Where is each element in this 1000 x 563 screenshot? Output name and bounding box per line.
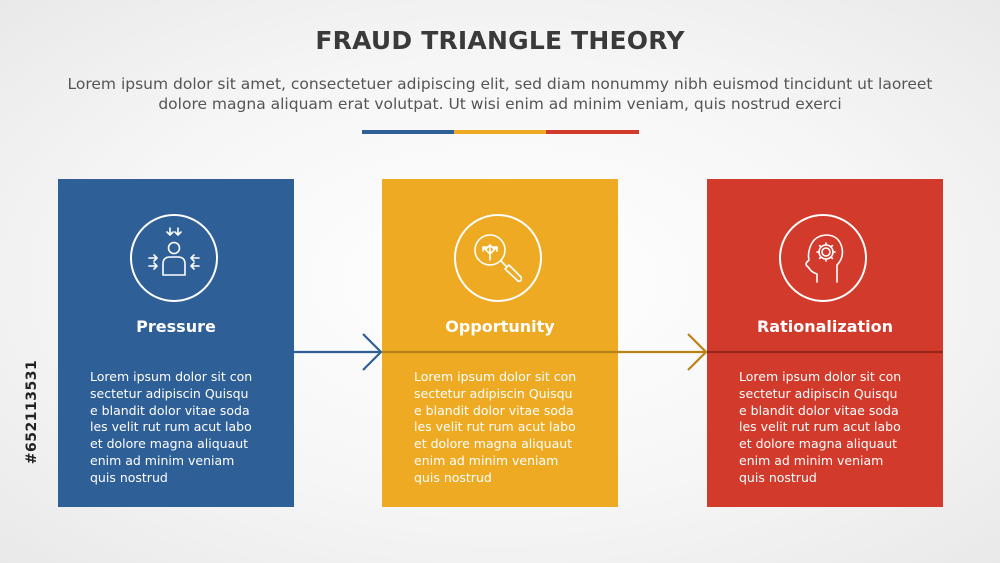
- arrow-right-icon: [362, 333, 383, 371]
- magnifier-arrows-icon: [454, 214, 542, 302]
- card-pressure: Pressure Lorem ipsum dolor sit con secte…: [58, 179, 294, 507]
- card-title-opportunity: Opportunity: [445, 317, 555, 336]
- card-opportunity: Opportunity Lorem ipsum dolor sit con se…: [382, 179, 618, 507]
- color-bar-red: [546, 130, 639, 134]
- color-bar-yellow: [454, 130, 546, 134]
- page-subtitle: Lorem ipsum dolor sit amet, consectetuer…: [67, 75, 933, 113]
- card-text-rationalization: Lorem ipsum dolor sit con sectetur adipi…: [739, 369, 902, 485]
- head-gear-icon: [779, 214, 867, 302]
- color-bar-blue: [362, 130, 454, 134]
- pressure-person-icon: [130, 214, 218, 302]
- stock-id-label: #652113531: [24, 359, 40, 465]
- card-text-opportunity: Lorem ipsum dolor sit con sectetur adipi…: [414, 369, 577, 485]
- card-rationalization: Rationalization Lorem ipsum dolor sit co…: [707, 179, 943, 507]
- page-title: FRAUD TRIANGLE THEORY: [315, 26, 685, 55]
- card-text-pressure: Lorem ipsum dolor sit con sectetur adipi…: [90, 369, 253, 485]
- arrow-right-icon: [687, 333, 708, 371]
- card-title-pressure: Pressure: [136, 317, 216, 336]
- card-title-rationalization: Rationalization: [756, 317, 894, 336]
